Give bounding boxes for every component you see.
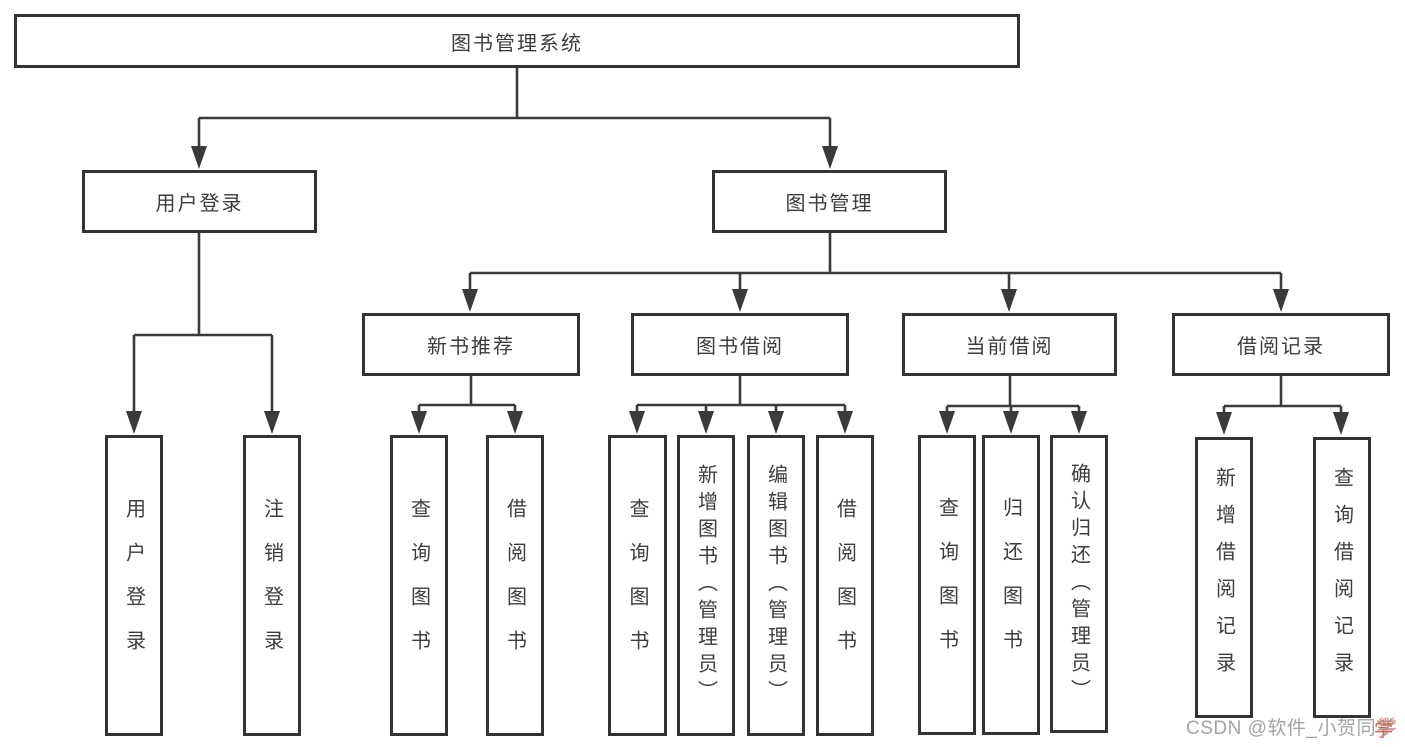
node-book-mgmt-label: 图书管理 (785, 193, 874, 215)
node-bb-borrow-book-label: 借阅图书 (833, 497, 856, 674)
node-new-book-rec-label: 新书推荐 (427, 336, 515, 358)
node-cb-confirm-return: 确认归还（管理员） (1050, 435, 1108, 733)
edge-user-login-children (132, 233, 274, 414)
node-bb-query-book: 查询图书 (608, 435, 667, 736)
node-root: 图书管理系统 (14, 14, 1020, 68)
node-new-book-rec: 新书推荐 (362, 313, 580, 376)
node-logout: 注销登录 (243, 435, 301, 736)
node-bb-borrow-book: 借阅图书 (816, 435, 874, 736)
node-cb-query-book: 查询图书 (918, 435, 976, 735)
node-cb-query-book-label: 查询图书 (935, 497, 958, 673)
node-nb-query-book: 查询图书 (390, 435, 448, 736)
csdn-watermark: CSDN @软件_小贺同学 (1186, 713, 1396, 740)
node-bb-add-book-label: 新增图书（管理员） (694, 464, 717, 707)
node-book-borrow-label: 图书借阅 (696, 336, 784, 358)
node-book-mgmt: 图书管理 (712, 170, 947, 233)
node-borrow-records: 借阅记录 (1172, 313, 1390, 376)
edge-root-children (197, 68, 832, 150)
node-bb-query-book-label: 查询图书 (626, 497, 648, 674)
node-login-label: 用户登录 (122, 497, 145, 674)
node-user-login: 用户登录 (82, 170, 317, 233)
edge-book-mgmt-children (468, 233, 1283, 292)
node-nb-borrow-book: 借阅图书 (486, 435, 544, 736)
csdn-watermark-accent: 学 (1375, 718, 1396, 739)
node-nb-query-book-label: 查询图书 (407, 497, 430, 674)
edge-borrow-records-children (1222, 376, 1343, 415)
node-bb-add-book: 新增图书（管理员） (677, 435, 735, 736)
arrowheads (126, 146, 1349, 435)
node-root-label: 图书管理系统 (451, 32, 583, 55)
node-bb-edit-book: 编辑图书（管理员） (747, 435, 805, 736)
edge-book-borrow-children (635, 376, 847, 414)
node-current-borrow: 当前借阅 (902, 313, 1117, 376)
node-br-add-record: 新增借阅记录 (1195, 437, 1253, 718)
node-login: 用户登录 (105, 435, 163, 736)
node-current-borrow-label: 当前借阅 (965, 336, 1054, 358)
edge-current-borrow-children (945, 376, 1081, 414)
node-borrow-records-label: 借阅记录 (1237, 336, 1325, 358)
node-cb-return-book: 归还图书 (982, 435, 1040, 735)
node-bb-edit-book-label: 编辑图书（管理员） (764, 464, 787, 707)
node-user-login-label: 用户登录 (155, 193, 244, 215)
csdn-watermark-text: CSDN @软件_小贺同 (1186, 718, 1376, 739)
node-nb-borrow-book-label: 借阅图书 (503, 497, 526, 674)
node-br-query-record-label: 查询借阅记录 (1330, 466, 1353, 689)
node-br-query-record: 查询借阅记录 (1313, 437, 1371, 718)
edge-new-book-rec-children (417, 376, 517, 414)
node-br-add-record-label: 新增借阅记录 (1212, 466, 1235, 689)
node-cb-confirm-return-label: 确认归还（管理员） (1067, 462, 1090, 706)
node-cb-return-book-label: 归还图书 (999, 497, 1022, 673)
node-logout-label: 注销登录 (260, 497, 283, 674)
node-book-borrow: 图书借阅 (631, 313, 849, 376)
